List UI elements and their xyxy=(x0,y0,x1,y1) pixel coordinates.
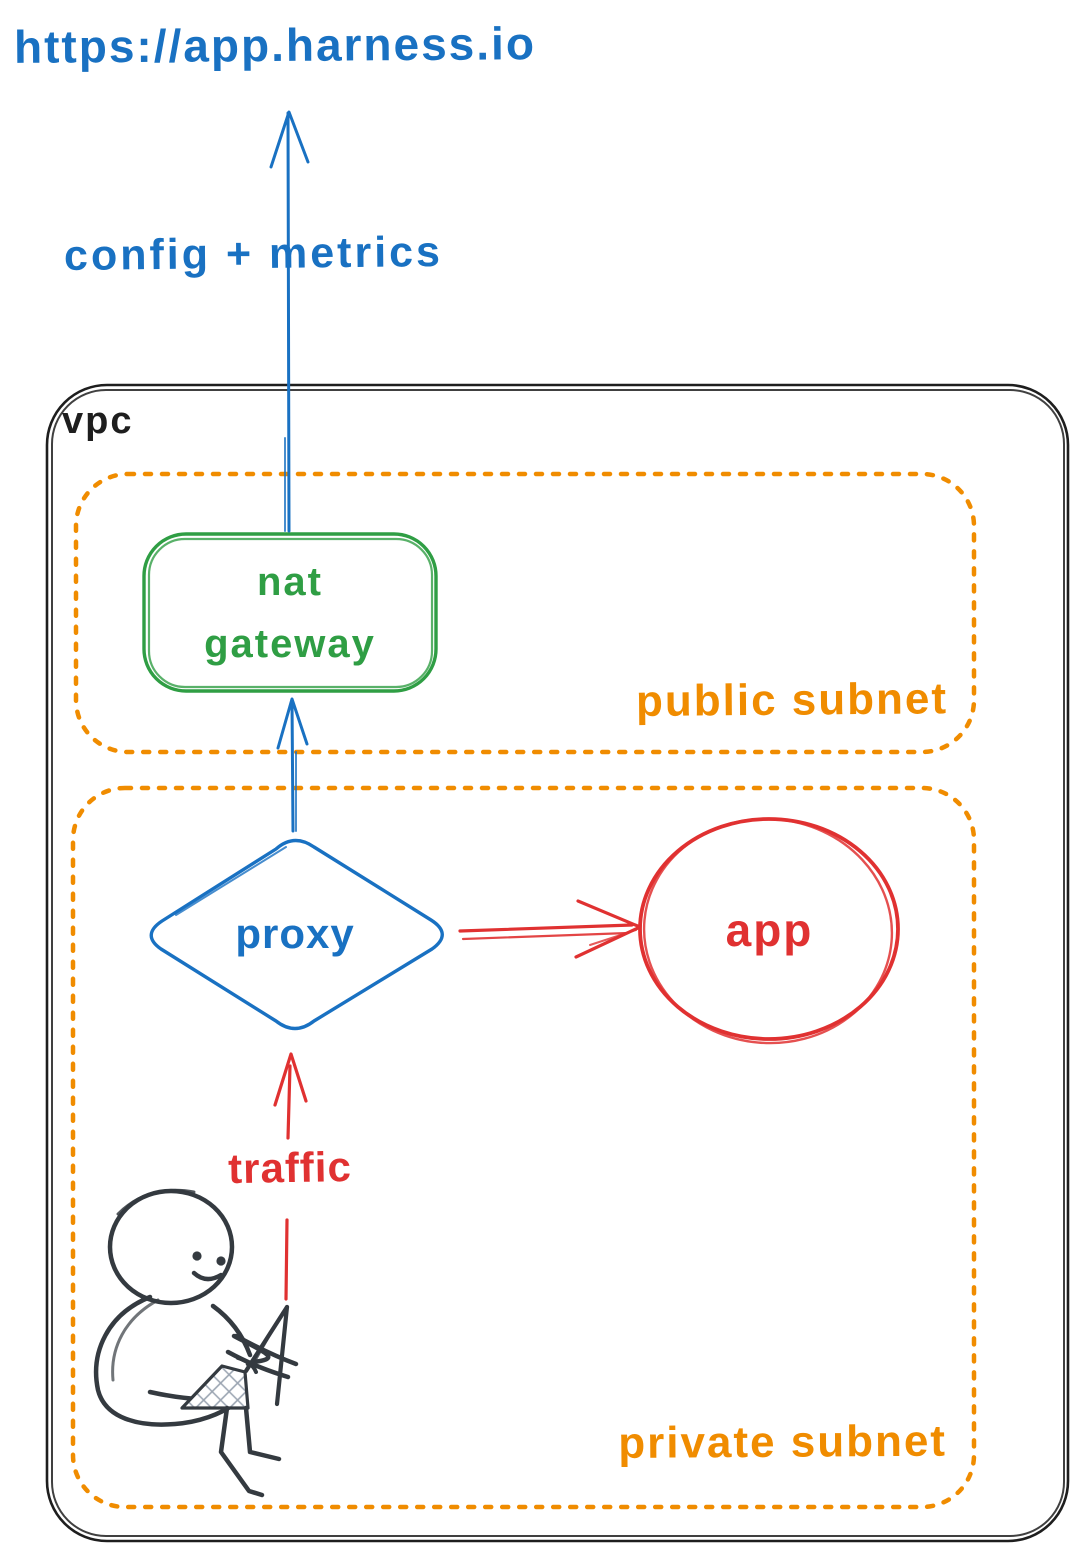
vpc-label: vpc xyxy=(62,400,134,442)
arrow-user-to-proxy xyxy=(273,1052,308,1301)
person-eye xyxy=(216,1256,226,1266)
external-url-label: https://app.harness.io xyxy=(13,17,537,73)
traffic-label: traffic xyxy=(227,1142,353,1193)
vpc-box xyxy=(45,383,1070,1543)
proxy-node xyxy=(149,838,444,1031)
private-subnet-label: private subnet xyxy=(618,1416,948,1468)
person-smile xyxy=(191,1270,224,1282)
app-node xyxy=(638,817,900,1045)
public-subnet-box xyxy=(73,471,977,755)
app-label: app xyxy=(725,904,814,956)
config-metrics-label: config + metrics xyxy=(63,228,444,280)
person-sketch xyxy=(93,1188,299,1498)
arrow-proxy-to-app xyxy=(458,899,642,959)
arrow-proxy-to-nat xyxy=(276,697,309,833)
arrow-nat-to-url xyxy=(269,110,310,533)
nat-gateway-label-line2: gateway xyxy=(204,621,376,666)
nat-gateway-label-line1: nat xyxy=(257,559,323,604)
public-subnet-label: public subnet xyxy=(635,674,949,727)
person-head xyxy=(107,1188,235,1306)
laptop-keyboard xyxy=(180,1364,250,1410)
nat-gateway-label: nat gateway xyxy=(144,534,436,691)
person-eye xyxy=(192,1251,202,1261)
proxy-label: proxy xyxy=(235,910,355,957)
private-subnet-box xyxy=(70,785,977,1510)
nat-gateway-node xyxy=(142,532,438,693)
